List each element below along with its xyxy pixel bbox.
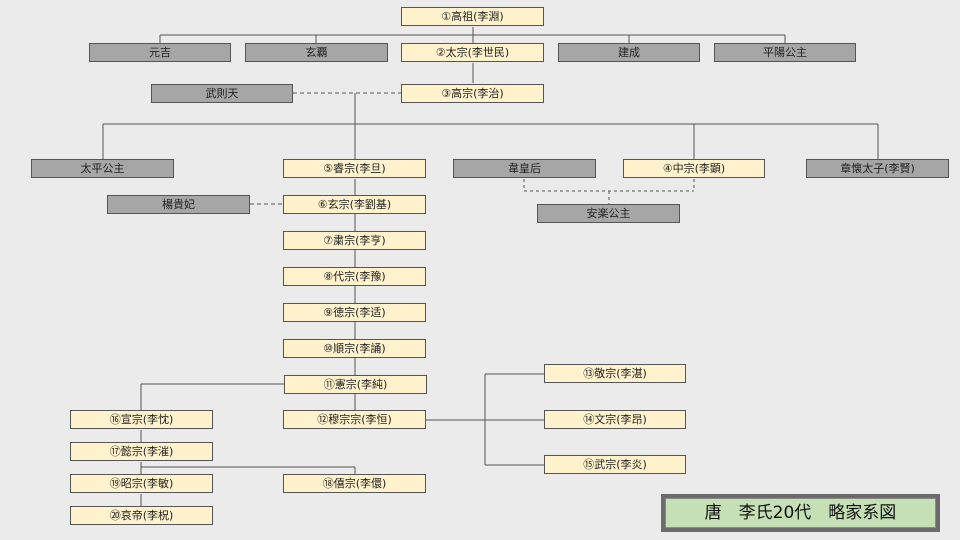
ruizong-box: ⑤睿宗(李旦): [283, 159, 426, 178]
muzong-box: ⑫穆宗宗(李恒): [283, 410, 426, 429]
diagram-title-frame: 唐 李氏20代 略家系図: [661, 494, 940, 532]
gaozu-box: ①高祖(李淵): [401, 7, 544, 26]
taizong-box: ②太宗(李世民): [401, 43, 544, 62]
weihuanghou-box: 韋皇后: [453, 159, 596, 178]
xuanba-box: 玄覇: [245, 43, 388, 62]
pingyang-box: 平陽公主: [714, 43, 856, 62]
wuzong-box: ⑮武宗(李炎): [544, 455, 686, 474]
xianzong-box: ⑪憲宗(李純): [284, 375, 427, 394]
aidi-box: ⑳哀帝(李柷): [70, 506, 213, 525]
wenzong-box: ⑭文宗(李昂): [544, 410, 686, 429]
yangguifei-box: 楊貴妃: [107, 195, 250, 214]
jingzong-box: ⑬敬宗(李湛): [544, 364, 686, 383]
daizong-box: ⑧代宗(李豫): [283, 267, 426, 286]
zhaozong-box: ⑲昭宗(李敏): [70, 474, 213, 493]
dezong-box: ⑨徳宗(李适): [283, 303, 426, 322]
anle-box: 安楽公主: [537, 204, 680, 223]
zhongzong-box: ④中宗(李顕): [623, 159, 765, 178]
xuanzong2-box: ⑯宣宗(李忱): [70, 410, 213, 429]
suzong-box: ⑦粛宗(李亨): [283, 231, 426, 250]
taiping-box: 太平公主: [31, 159, 174, 178]
jiancheng-box: 建成: [558, 43, 700, 62]
xizong-box: ⑱僖宗(李儇): [283, 474, 426, 493]
wuzetian-box: 武則天: [151, 84, 293, 103]
yuanji-box: 元吉: [89, 43, 231, 62]
yizong-box: ⑰懿宗(李漼): [70, 442, 213, 461]
xuanzong-box: ⑥玄宗(李劉基): [283, 195, 426, 214]
gaozong-box: ③高宗(李治): [401, 84, 544, 103]
shunzong-box: ⑩順宗(李誦): [283, 339, 426, 358]
diagram-title: 唐 李氏20代 略家系図: [665, 498, 936, 528]
zhanghuai-box: 章懐太子(李賢): [806, 159, 949, 178]
